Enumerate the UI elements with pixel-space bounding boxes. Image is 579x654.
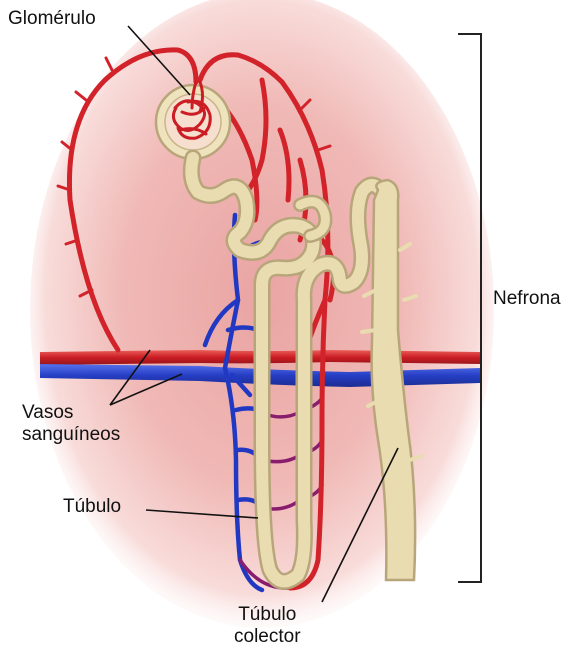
label-colector-line2: colector (234, 626, 301, 648)
label-tubulo-colector: Túbulo colector (234, 604, 301, 648)
label-vasos-sanguineos: Vasos sanguíneos (22, 402, 120, 446)
label-vasos-line2: sanguíneos (22, 424, 120, 446)
label-glomerulo: Glomérulo (8, 8, 96, 30)
label-colector-line1: Túbulo (234, 604, 301, 626)
label-vasos-line1: Vasos (22, 402, 120, 424)
label-tubulo: Túbulo (63, 496, 121, 518)
label-nefrona: Nefrona (493, 288, 561, 310)
